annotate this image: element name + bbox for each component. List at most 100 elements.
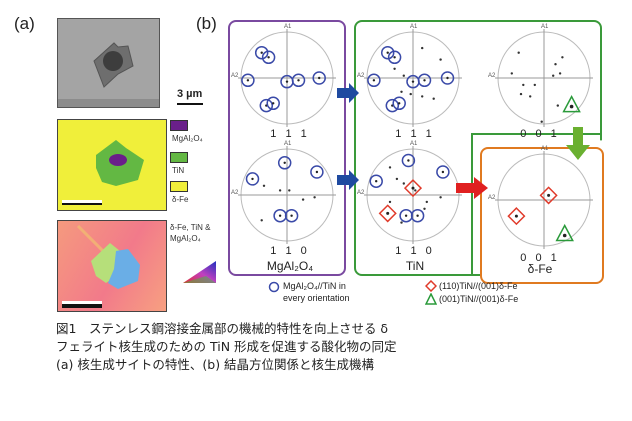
legend-label-mgal2o4: MgAl₂O₄ [172,134,203,143]
marker-triangle [562,95,581,113]
pole-dot [395,177,399,181]
scale-bar [177,103,203,105]
marker-circle [392,96,406,111]
pole-dot [393,67,396,71]
panel-b-label: (b) [196,14,217,33]
pole-dot [554,62,557,66]
pole-dot [552,74,555,77]
marker-circle [266,96,280,111]
arrow-blue [337,170,359,190]
ipf-map [57,220,167,312]
marker-diamond-dot [547,193,551,197]
group-name-delta-fe: δ-Fe [527,262,553,276]
pole-dot [519,92,523,96]
axis-label-a1: A1 [541,24,549,30]
legend-diamond-icon [425,280,437,292]
marker-circle-dot [267,56,270,59]
legend-triangle-label: (001)TiN//(001)δ-Fe [439,294,519,304]
sem-image [57,18,160,108]
legend-circle-line1: MgAl₂O₄//TiN in [283,281,346,291]
marker-circle-dot [398,102,401,105]
marker-circle [259,98,274,113]
marker-diamond-dot [514,214,518,218]
pole-dot [288,189,291,192]
axis-label-a1: A1 [284,141,292,147]
pole-dot [510,72,513,75]
phase-map-shapes [62,140,144,205]
pole-dot [421,95,424,98]
legend-swatch-tin [170,152,188,163]
pole-dot [558,72,562,75]
axis-label-a2: A2 [488,195,496,201]
pole-dot [278,189,282,192]
marker-circle [385,98,400,113]
marker-circle [277,156,292,170]
pole-dot [556,104,559,107]
pole-dot [439,58,442,61]
pole-dot [533,83,536,87]
marker-circle [436,165,450,179]
marker-circle [291,73,306,88]
marker-circle-dot [423,79,426,82]
pole-label-mgal2o4-110: 1 1 0 [270,245,310,257]
pole-dot [517,51,520,54]
marker-circle [417,73,432,88]
marker-triangle-dot [569,104,574,109]
pole-dot [540,120,543,123]
pole-dot [400,90,403,94]
group-box-mgal2o4 [228,20,346,276]
pole-dot [400,221,403,224]
caption-line-2: フェライト核生成のための TiN 形成を促進する酸化物の同定 [56,339,397,354]
arrow-blue [337,83,359,103]
marker-circle-dot [251,177,254,181]
axis-label-a1: A1 [410,141,418,147]
marker-triangle-dot [562,233,567,238]
group-box-tin-divider [471,133,600,135]
pole-label-delta-fe-001: 0 0 1 [520,252,560,264]
caption-line-1: 図1 ステンレス鋼溶接金属部の機械的特性を向上させる δ [56,321,389,336]
marker-circle [310,165,324,179]
panel-a-label: (a) [14,14,35,33]
legend-diamond-label: (110)TiN//(001)δ-Fe [439,281,518,291]
arrow-red [456,177,488,199]
marker-circle [312,71,326,85]
pole-dot [561,56,564,59]
axis-label-a1: A1 [541,146,549,152]
pole-dot [414,189,417,192]
marker-circle [401,153,416,168]
marker-circle-dot [278,214,282,217]
marker-circle-dot [446,76,449,80]
marker-circle [369,174,383,188]
marker-circle [261,50,276,65]
marker-diamond [378,204,397,223]
phase-map [57,119,167,211]
marker-circle-dot [285,80,289,83]
pole-dot [301,198,305,201]
marker-circle-dot [272,102,275,105]
sem-particle [58,19,159,107]
pole-dot [402,74,405,77]
pole-dot [409,92,412,96]
marker-circle-dot [404,214,408,217]
marker-triangle [555,223,574,242]
marker-diamond-dot [386,211,390,215]
marker-circle-dot [260,51,263,54]
marker-circle [440,71,455,85]
legend-circle-line2: every orientation [283,293,350,303]
arrow-green [566,127,590,160]
pole-dot [439,196,442,199]
marker-circle [241,73,255,88]
pole-label-tin-111: 1 1 1 [395,128,435,140]
marker-circle [254,45,269,60]
legend-swatch-delta-fe [170,181,188,192]
marker-circle-dot [411,80,415,83]
legend-circle-icon [268,281,280,293]
axis-label-a2: A2 [231,190,239,196]
group-name-mgal2o4: MgAl₂O₄ [266,259,314,273]
axis-label-a1: A1 [284,24,292,30]
pole-dot [262,184,266,187]
ipf-grains [62,224,140,308]
pole-dot [388,166,392,169]
legend-triangle-icon [425,293,437,305]
